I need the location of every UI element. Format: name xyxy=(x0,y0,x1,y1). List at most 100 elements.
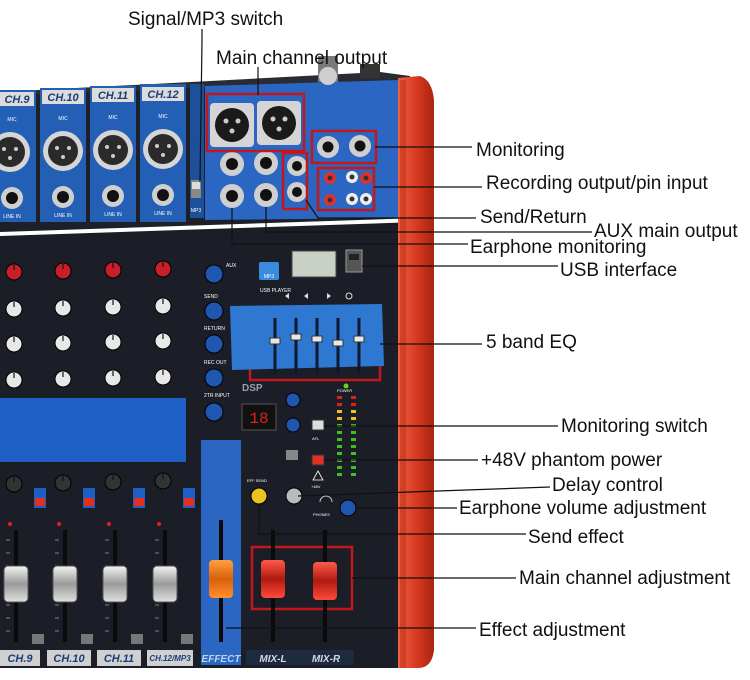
pan-knob[interactable] xyxy=(154,472,172,490)
master-aux-knobs[interactable] xyxy=(204,264,224,422)
callout-earphone-volume: Earphone volume adjustment xyxy=(459,498,707,519)
line-in-jack[interactable] xyxy=(52,186,74,208)
hi-eq-knob[interactable] xyxy=(104,298,122,316)
dsp-mute-button[interactable] xyxy=(285,417,301,433)
mid-eq-knob[interactable] xyxy=(154,332,172,350)
channel-footer-ch9: CH.9 xyxy=(7,653,33,665)
main-output-xlr-left[interactable] xyxy=(210,103,254,147)
mix-r-fader[interactable] xyxy=(313,562,337,600)
pan-knob[interactable] xyxy=(54,474,72,492)
xlr-jack[interactable] xyxy=(0,132,30,172)
send-return-highlight xyxy=(281,151,309,211)
transport-controls[interactable] xyxy=(285,292,353,300)
usb-player: MP3 USB PLAYER xyxy=(259,249,363,300)
send-knob[interactable] xyxy=(204,301,224,321)
callout-send-effect: Send effect xyxy=(528,527,624,548)
xlr-jack[interactable] xyxy=(43,131,83,171)
xlr-inputs[interactable] xyxy=(0,129,183,172)
aux-knob[interactable] xyxy=(204,264,224,284)
low-eq-knob[interactable] xyxy=(104,369,122,387)
play-pause-icon[interactable] xyxy=(304,293,309,299)
pfl-button[interactable] xyxy=(131,634,143,644)
mid-eq-knob[interactable] xyxy=(54,334,72,352)
phones-label: PHONES xyxy=(313,512,330,517)
dsp-small-button[interactable] xyxy=(286,450,298,460)
mid-eq-knob[interactable] xyxy=(5,335,23,353)
signal-mp3-switch[interactable]: MP3 xyxy=(191,180,202,214)
callout-signal-mp3-switch: Signal/MP3 switch xyxy=(128,9,284,30)
channel-fader[interactable] xyxy=(152,565,178,603)
level-meter: POWER xyxy=(337,383,356,476)
pfl-button[interactable] xyxy=(32,634,44,644)
mid-eq-knob[interactable] xyxy=(104,333,122,351)
rca-recording-jacks[interactable] xyxy=(324,171,372,206)
p48v-label: +48V xyxy=(311,484,321,489)
eq-band-5-slider[interactable] xyxy=(353,335,365,343)
channel-fader[interactable] xyxy=(102,565,128,603)
gain-knob[interactable] xyxy=(154,260,172,278)
meter-led-right xyxy=(351,466,356,469)
meter-led-left xyxy=(337,417,342,420)
line-in-jack[interactable] xyxy=(1,187,23,209)
pfl-button[interactable] xyxy=(81,634,93,644)
mix-l-fader[interactable] xyxy=(261,560,285,598)
send-effect-knob[interactable] xyxy=(250,487,268,505)
five-band-eq-sliders[interactable] xyxy=(269,318,365,374)
dsp-display-value: 18 xyxy=(249,410,268,428)
low-eq-knob[interactable] xyxy=(154,368,172,386)
return-knob[interactable] xyxy=(204,334,224,354)
channel-fader[interactable] xyxy=(52,565,78,603)
repeat-icon[interactable] xyxy=(345,292,353,300)
monitoring-jacks[interactable] xyxy=(317,135,371,158)
eq-band-2-slider[interactable] xyxy=(290,333,302,341)
send-label: SEND xyxy=(204,294,218,300)
channel-headers: CH.9 CH.10 CH.11 CH.12 xyxy=(0,87,184,106)
aux-output-jacks[interactable] xyxy=(220,151,278,208)
meter-led-right xyxy=(351,438,356,441)
xlr-jack[interactable] xyxy=(93,130,133,170)
send-return-jacks[interactable] xyxy=(287,156,307,202)
gain-knob[interactable] xyxy=(54,262,72,280)
callout-five-band-eq: 5 band EQ xyxy=(486,332,577,353)
two-tr-input-knob[interactable] xyxy=(204,402,224,422)
rec-out-knob[interactable] xyxy=(204,368,224,388)
pan-knob[interactable] xyxy=(5,475,23,493)
eq-band-3-slider[interactable] xyxy=(311,335,323,343)
hi-eq-knob[interactable] xyxy=(54,299,72,317)
meter-led-right xyxy=(351,431,356,434)
main-output-xlr-right[interactable] xyxy=(257,101,301,145)
pfl-button[interactable] xyxy=(181,634,193,644)
meter-led-right xyxy=(351,452,356,455)
pan-knob[interactable] xyxy=(104,473,122,491)
line-in-jack[interactable] xyxy=(102,185,124,207)
gain-knob[interactable] xyxy=(5,263,23,281)
dsp-select-button[interactable] xyxy=(285,392,301,408)
next-icon[interactable] xyxy=(327,293,331,299)
low-eq-knob[interactable] xyxy=(5,371,23,389)
monitoring-switch[interactable]: AFL xyxy=(311,419,325,441)
line-in-jack[interactable] xyxy=(152,184,174,206)
prev-icon[interactable] xyxy=(285,293,289,299)
peak-led xyxy=(57,522,61,526)
mic-label: MIC xyxy=(7,117,17,123)
hi-eq-knob[interactable] xyxy=(5,300,23,318)
channel-fader[interactable] xyxy=(3,565,29,603)
main-xlr-outputs[interactable] xyxy=(210,101,301,147)
gain-knob[interactable] xyxy=(104,261,122,279)
xlr-jack[interactable] xyxy=(143,129,183,169)
meter-led-right xyxy=(351,403,356,406)
callout-recording-output: Recording output/pin input xyxy=(486,173,708,194)
line-in-label: LINE IN xyxy=(54,213,72,219)
eq-band-1-slider[interactable] xyxy=(269,337,281,345)
hi-eq-knob[interactable] xyxy=(154,297,172,315)
earphone-volume-knob[interactable] xyxy=(339,499,357,517)
eq-band-4-slider[interactable] xyxy=(332,339,344,347)
power-connector[interactable] xyxy=(318,56,380,85)
dsp-label: DSP xyxy=(242,383,263,394)
effect-fader[interactable] xyxy=(209,560,233,598)
line-in-jacks[interactable] xyxy=(1,184,174,209)
low-eq-knob[interactable] xyxy=(54,370,72,388)
channel-footer-ch10: CH.10 xyxy=(53,653,85,665)
channel-header-ch12: CH.12 xyxy=(147,89,178,101)
usb-port[interactable] xyxy=(345,249,363,273)
